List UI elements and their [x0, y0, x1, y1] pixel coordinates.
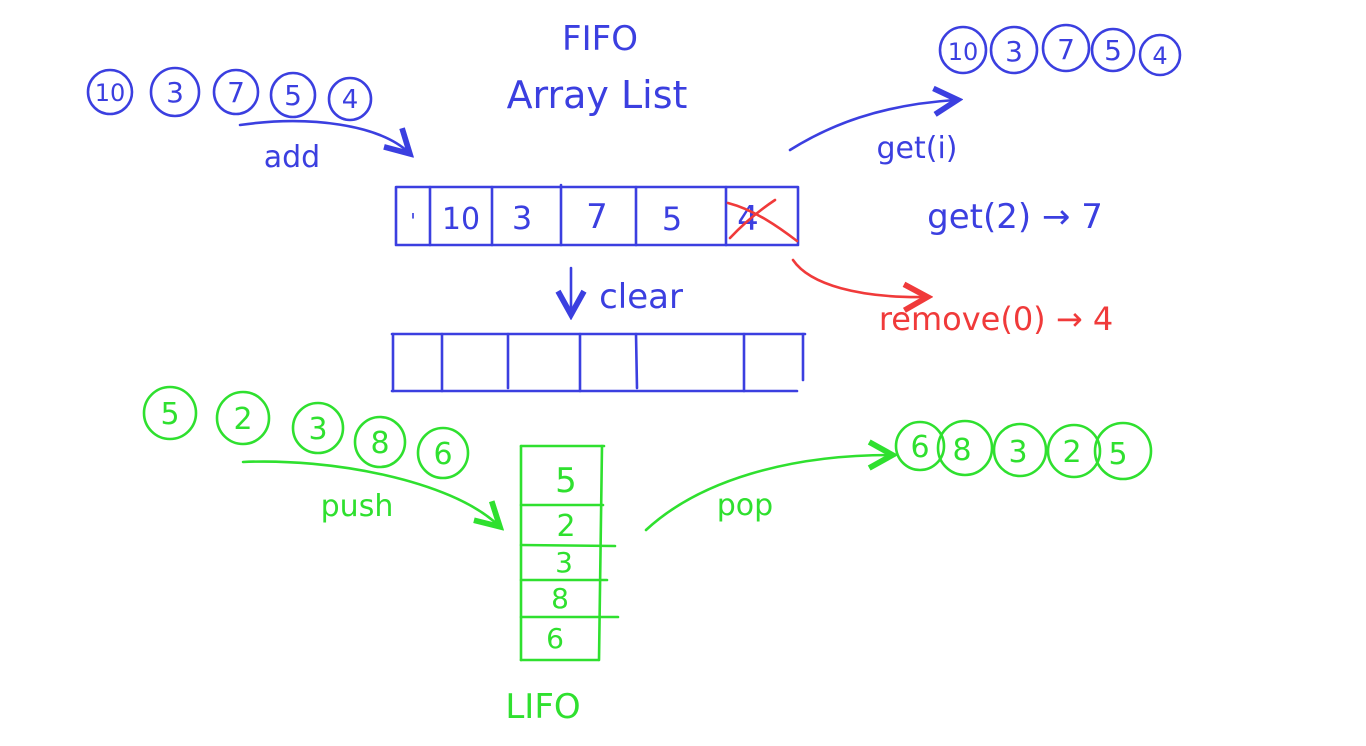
svg-text:3: 3 — [308, 412, 327, 447]
lifo-input-item: 5 — [142, 385, 198, 441]
svg-text:6: 6 — [433, 437, 452, 472]
array-list: ' 10 3 7 5 4 — [394, 183, 800, 247]
get-arrow — [788, 100, 955, 152]
stack-cell: 8 — [551, 582, 569, 615]
lifo-output-item: 2 — [1046, 423, 1102, 479]
svg-text:5: 5 — [1108, 437, 1127, 472]
array-cell: 3 — [512, 199, 532, 237]
fifo-title: FIFO — [562, 19, 638, 59]
svg-text:10: 10 — [95, 79, 126, 107]
array-cell: 7 — [586, 197, 608, 237]
fifo-output-item: 3 — [989, 25, 1039, 75]
stack-cell: 5 — [555, 461, 577, 501]
fifo-output-items: 10 3 7 5 4 — [938, 23, 1182, 77]
svg-text:3: 3 — [1008, 435, 1027, 470]
svg-text:4: 4 — [1152, 42, 1167, 70]
svg-text:3: 3 — [166, 76, 184, 109]
fifo-output-item: 7 — [1041, 23, 1091, 73]
svg-text:7: 7 — [227, 76, 245, 109]
pop-label: pop — [717, 488, 773, 523]
fifo-input-items: 10 3 7 5 4 — [86, 66, 373, 122]
svg-text:4: 4 — [342, 85, 359, 115]
svg-text:2: 2 — [1062, 435, 1081, 470]
stack: 5 2 3 8 6 — [519, 444, 620, 662]
svg-text:5: 5 — [160, 397, 179, 432]
fifo-output-item: 5 — [1090, 27, 1136, 73]
fifo-input-item: 4 — [327, 76, 373, 122]
get-example: get(2) → 7 — [927, 197, 1103, 237]
svg-text:2: 2 — [233, 402, 252, 437]
lifo-output-item: 3 — [992, 422, 1048, 478]
lifo-output-item: 8 — [936, 419, 994, 477]
empty-array — [390, 332, 807, 393]
svg-text:8: 8 — [370, 426, 389, 461]
add-arrow — [238, 119, 408, 152]
array-cell: ' — [410, 209, 416, 233]
lifo-output-items: 6 8 3 2 5 — [894, 419, 1153, 481]
fifo-input-item: 7 — [212, 68, 260, 116]
fifo-subtitle: Array List — [507, 73, 688, 117]
fifo-input-item: 10 — [86, 68, 134, 116]
remove-strike — [726, 198, 799, 243]
lifo-input-item: 2 — [215, 390, 271, 446]
pop-arrow — [644, 455, 890, 532]
svg-text:8: 8 — [952, 433, 971, 468]
lifo-output-item: 6 — [894, 420, 946, 472]
lifo-title: LIFO — [505, 687, 580, 727]
remove-example: remove(0) → 4 — [879, 300, 1113, 338]
remove-arrow — [791, 258, 925, 297]
svg-text:5: 5 — [1104, 34, 1122, 67]
stack-cell: 6 — [546, 622, 564, 655]
svg-text:10: 10 — [948, 38, 979, 66]
get-label: get(i) — [876, 131, 957, 166]
push-label: push — [321, 489, 394, 524]
svg-text:7: 7 — [1057, 33, 1075, 66]
array-cell: 10 — [442, 202, 480, 237]
fifo-input-item: 3 — [149, 66, 201, 118]
lifo-input-item: 6 — [416, 426, 470, 480]
svg-text:3: 3 — [1005, 35, 1023, 68]
svg-text:5: 5 — [284, 79, 302, 112]
stack-cell: 2 — [556, 509, 575, 544]
array-cell: 5 — [662, 200, 682, 238]
add-label: add — [264, 140, 320, 175]
push-arrow — [241, 460, 498, 525]
stack-cell: 3 — [555, 546, 573, 579]
lifo-output-item: 5 — [1093, 421, 1153, 481]
fifo-input-item: 5 — [269, 71, 317, 119]
fifo-output-item: 10 — [938, 25, 988, 75]
lifo-input-item: 3 — [291, 401, 345, 455]
lifo-input-items: 5 2 3 8 6 — [142, 385, 470, 480]
svg-text:6: 6 — [910, 430, 929, 465]
fifo-output-item: 4 — [1138, 33, 1182, 77]
lifo-input-item: 8 — [353, 415, 407, 469]
clear-label: clear — [599, 277, 683, 317]
